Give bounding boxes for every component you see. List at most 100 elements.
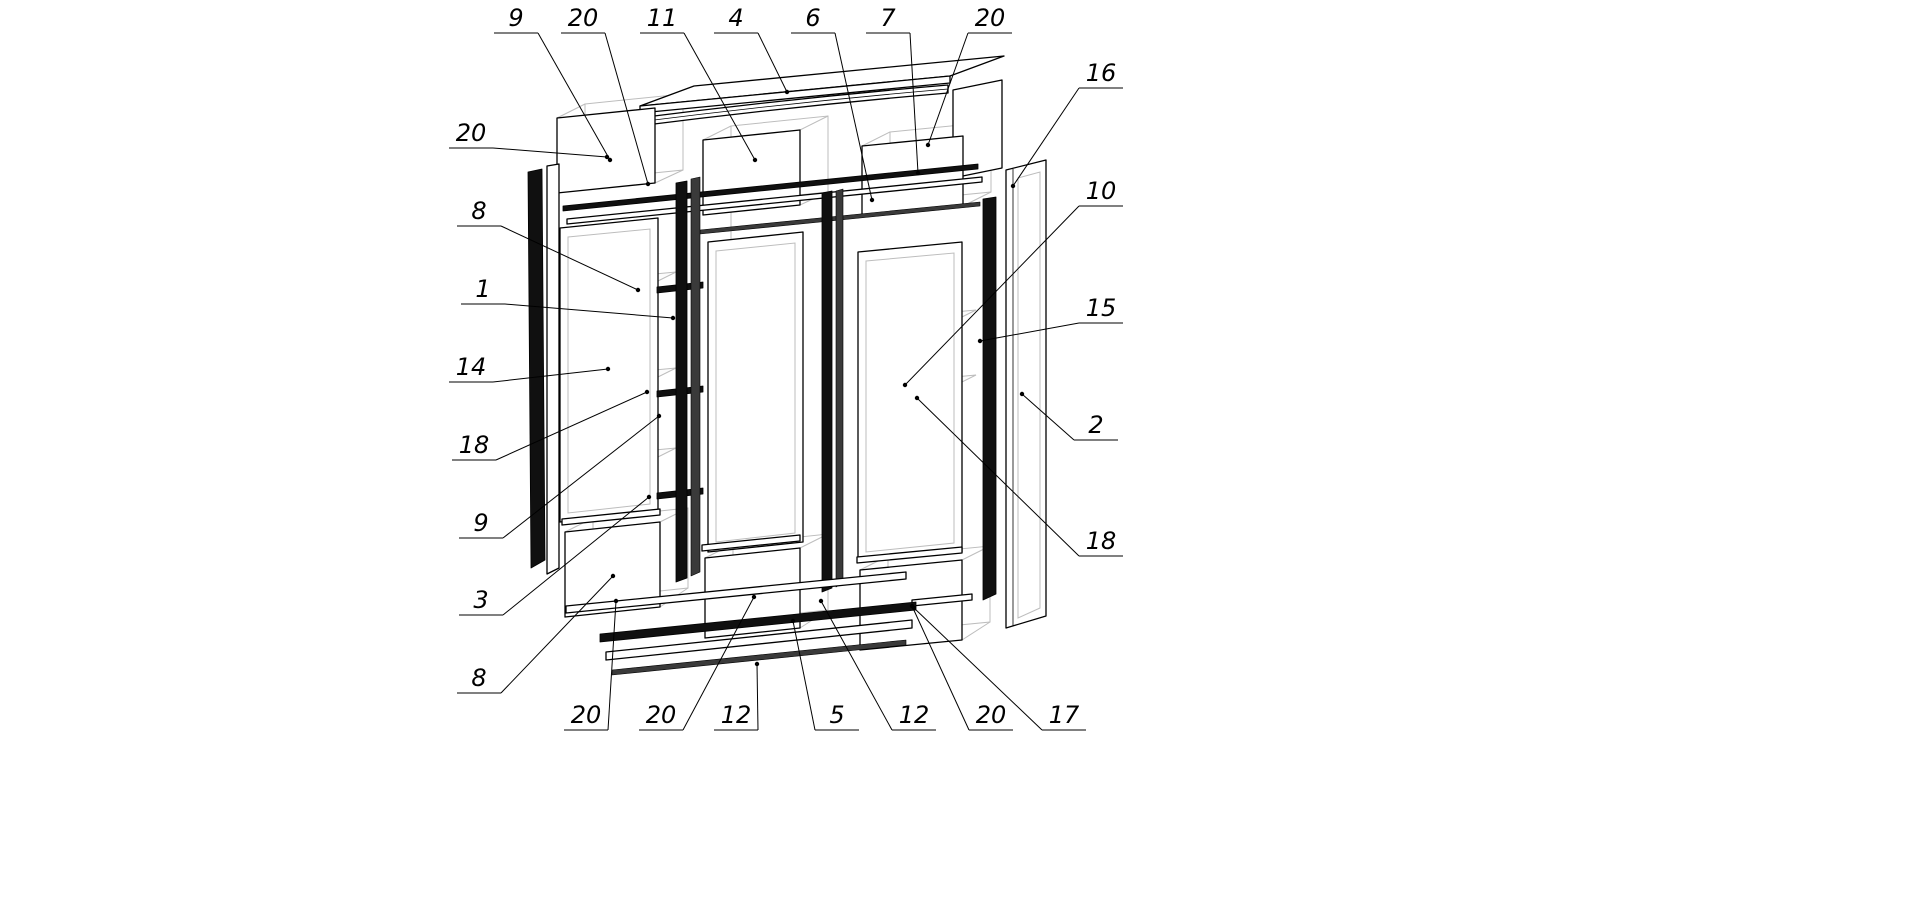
callout-leader-line xyxy=(502,496,650,616)
callout-label-12-22: 12 xyxy=(721,701,752,729)
plinth-strip xyxy=(605,619,913,661)
callout-label-8-19: 8 xyxy=(471,664,486,692)
callout-target-dot xyxy=(818,598,824,604)
callout-target-dot xyxy=(911,605,917,611)
right-partition-edge xyxy=(821,190,833,593)
callout-leader-line xyxy=(927,32,969,146)
right-door-panel xyxy=(857,241,963,563)
callout-target-dot xyxy=(1010,183,1016,189)
callout-label-20-21: 20 xyxy=(646,701,677,729)
callout-label-2-10: 2 xyxy=(1088,411,1103,439)
callout-label-16-7: 16 xyxy=(1086,59,1117,87)
bottom-rail-light xyxy=(565,571,907,614)
wire-connector xyxy=(556,103,586,119)
callout-label-20-6: 20 xyxy=(975,4,1006,32)
callout-leader-line xyxy=(820,600,893,731)
callout-label-9-17: 9 xyxy=(473,509,488,537)
mid-rail-right xyxy=(856,546,963,564)
wire-connector xyxy=(654,169,684,184)
right-partition-edge-back xyxy=(835,188,844,588)
callout-label-20-25: 20 xyxy=(976,701,1007,729)
mid-rail-left xyxy=(561,508,661,526)
left-door-inner-line xyxy=(567,228,651,514)
callout-leader-line xyxy=(492,368,609,383)
callout-target-dot xyxy=(645,181,651,187)
callout-label-11-2: 11 xyxy=(647,4,678,32)
callout-label-20-12: 20 xyxy=(456,119,487,147)
callout-label-3-18: 3 xyxy=(473,586,488,614)
callout-label-12-24: 12 xyxy=(899,701,930,729)
left-side-panel xyxy=(546,163,560,575)
callout-label-20-1: 20 xyxy=(568,4,599,32)
callout-label-20-20: 20 xyxy=(571,701,602,729)
callout-target-dot xyxy=(752,157,758,163)
callout-target-dot xyxy=(914,395,920,401)
callout-target-dot xyxy=(607,157,613,163)
callout-target-dot xyxy=(869,197,875,203)
callout-leader-line xyxy=(792,620,816,731)
top-rail-dark xyxy=(562,163,979,212)
callout-target-dot xyxy=(605,366,611,372)
callout-label-15-9: 15 xyxy=(1086,294,1117,322)
right-side-panel xyxy=(1005,159,1047,629)
right-side-assembly xyxy=(857,159,1047,629)
callout-leader-line xyxy=(756,663,759,731)
callout-target-dot xyxy=(977,338,983,344)
callout-label-17-26: 17 xyxy=(1049,701,1080,729)
callout-target-dot xyxy=(646,494,652,500)
callout-leader-line xyxy=(504,303,674,319)
callout-leader-line xyxy=(502,415,660,539)
center-partition-edge-back xyxy=(690,176,701,577)
callout-leader-line xyxy=(537,32,611,161)
left-side-panel-edge xyxy=(527,168,546,569)
callout-leader-line xyxy=(757,32,788,93)
callout-target-dot xyxy=(925,142,931,148)
callout-leader-line xyxy=(682,596,755,731)
callout-target-dot xyxy=(902,382,908,388)
central-partitions xyxy=(675,176,844,593)
callout-label-14-15: 14 xyxy=(456,353,487,381)
callout-leader-line xyxy=(916,397,1080,557)
right-door-inner-line xyxy=(865,252,955,553)
callout-label-10-8: 10 xyxy=(1086,177,1117,205)
callout-target-dot xyxy=(656,413,662,419)
callout-leader-line xyxy=(683,32,756,161)
callout-leader-line xyxy=(492,147,608,158)
wire-connector xyxy=(702,125,732,141)
callout-target-dot xyxy=(784,89,790,95)
callout-target-dot xyxy=(644,389,650,395)
callout-leader-line xyxy=(604,32,649,185)
plinth-strip-dark xyxy=(611,639,907,676)
callout-target-dot xyxy=(635,287,641,293)
callout-label-6-4: 6 xyxy=(805,4,820,32)
center-partition-edge xyxy=(675,180,688,583)
callout-label-8-13: 8 xyxy=(471,197,486,225)
center-door-panel xyxy=(707,231,804,553)
callout-label-5-23: 5 xyxy=(829,701,844,729)
callout-leader-line xyxy=(979,322,1080,342)
callout-leader-line xyxy=(904,205,1080,386)
wire-connector xyxy=(961,621,991,641)
callout-target-dot xyxy=(915,170,921,176)
callout-label-1-14: 1 xyxy=(475,275,490,303)
callout-label-18-11: 18 xyxy=(1086,527,1117,555)
callout-label-4-3: 4 xyxy=(728,4,743,32)
upper-left-drawer-front xyxy=(556,107,656,194)
callout-target-dot xyxy=(604,154,610,160)
callout-leader-line xyxy=(909,32,919,174)
wire-connector xyxy=(861,131,891,147)
callout-leader-line xyxy=(495,391,648,461)
callout-leader-line xyxy=(500,575,614,694)
callout-target-dot xyxy=(754,661,760,667)
callout-label-9-0: 9 xyxy=(508,4,523,32)
callout-leader-line xyxy=(913,607,1043,731)
callout-leader-line xyxy=(911,605,970,731)
callout-label-18-16: 18 xyxy=(459,431,490,459)
callout-target-dot xyxy=(790,618,796,624)
top-assembly xyxy=(591,55,1005,179)
callout-target-dot xyxy=(1019,391,1025,397)
callout-target-dot xyxy=(751,594,757,600)
